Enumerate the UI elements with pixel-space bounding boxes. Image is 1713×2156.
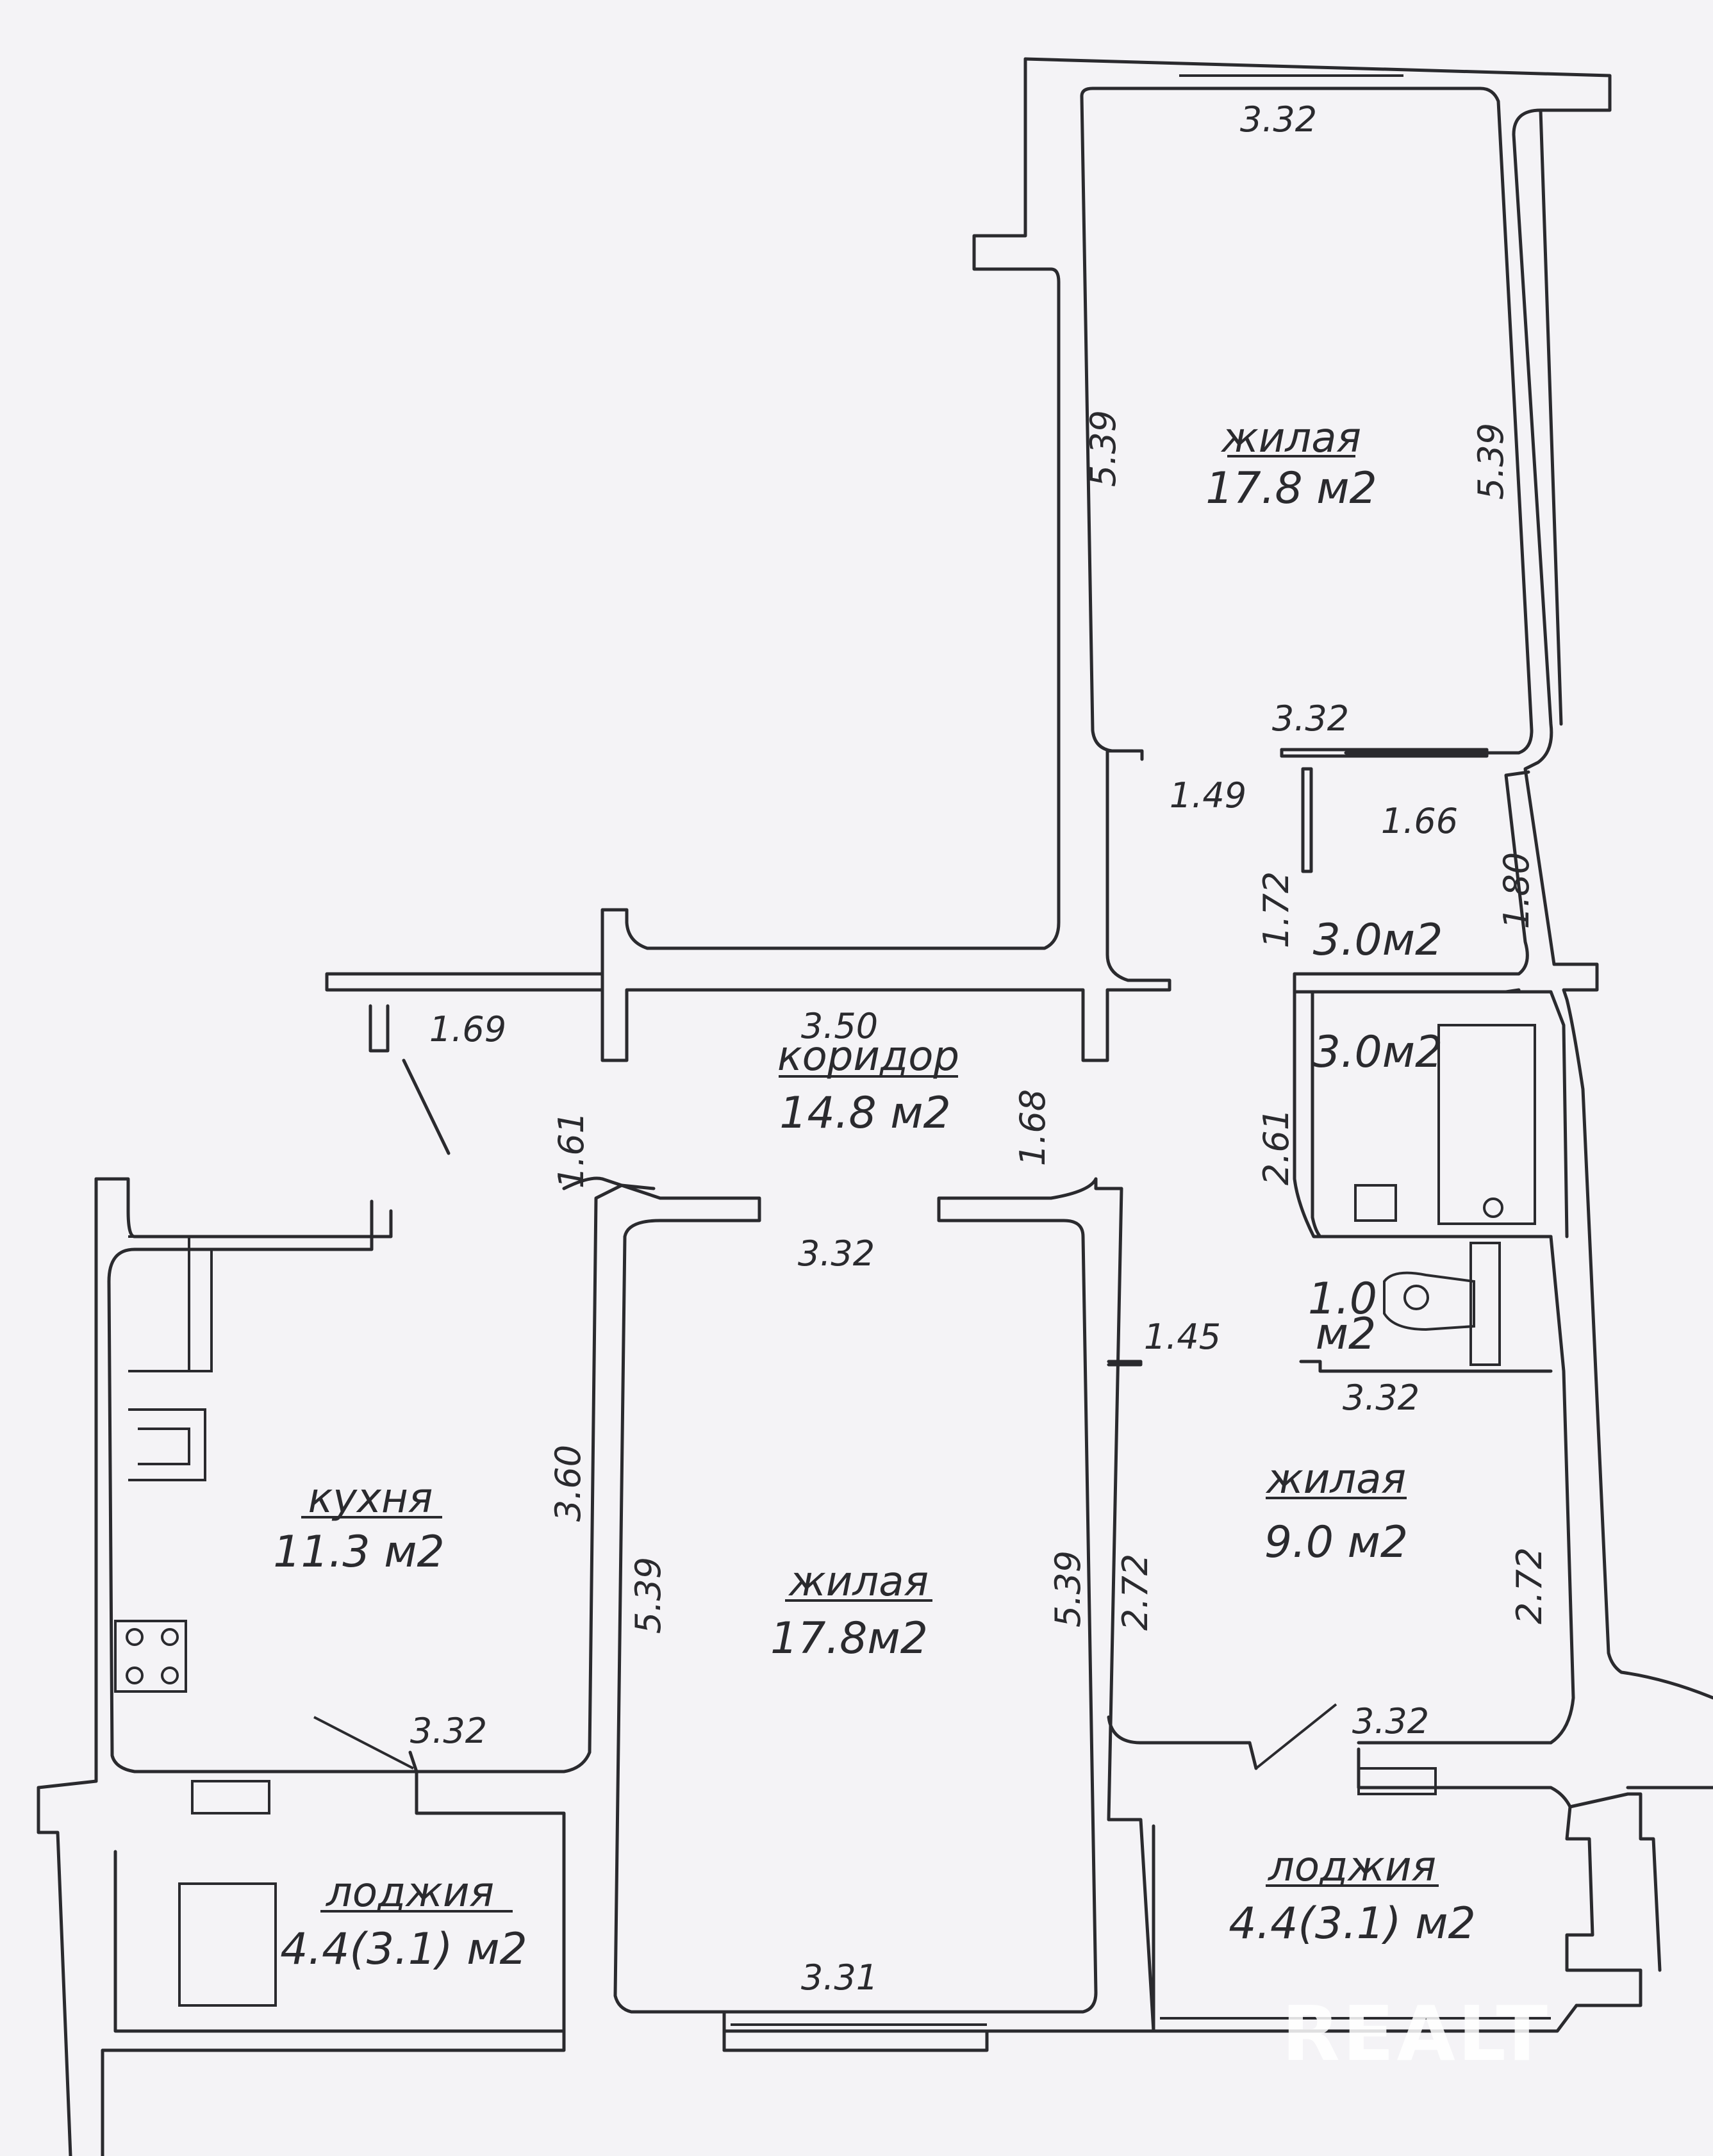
room-living-small: жилая 9.0 м2 <box>1264 1456 1408 1568</box>
room-corridor: коридор 14.8 м2 <box>777 1033 959 1139</box>
dim-storage-right-height: 1.80 <box>1496 852 1537 929</box>
room-name: жилая <box>1220 415 1361 462</box>
room-name: лоджия <box>1267 1843 1436 1891</box>
room-bathroom: 3.0м2 <box>1313 1027 1443 1078</box>
room-area: 4.4(3.1) м2 <box>280 1924 527 1975</box>
room-living-top: жилая 17.8 м2 <box>1205 415 1377 514</box>
room-living-middle: жилая 17.8м2 <box>770 1558 932 1664</box>
room-name: жилая <box>788 1558 929 1606</box>
room-wc: 1.0 м2 <box>1308 1274 1377 1360</box>
room-area: 9.0 м2 <box>1264 1517 1408 1568</box>
dim-middle-top-width: 3.32 <box>798 1233 875 1274</box>
watermark-logo: REALT <box>1282 1989 1550 2078</box>
room-area-line2: м2 <box>1316 1309 1377 1360</box>
walls <box>37 57 1713 2156</box>
dim-kitchen-bottom-width: 3.32 <box>410 1711 487 1751</box>
room-loggia-right: лоджия 4.4(3.1) м2 <box>1229 1843 1476 1949</box>
dim-top-left-height: 5.39 <box>1083 410 1123 487</box>
room-area: 3.0м2 <box>1313 1027 1443 1078</box>
dimensions: 3.32 5.39 5.39 3.32 1.49 1.66 1.72 1.80 … <box>410 99 1550 1998</box>
dim-corridor-right-height: 1.68 <box>1013 1089 1053 1166</box>
room-area: 17.8 м2 <box>1205 463 1377 514</box>
room-area: 17.8м2 <box>770 1613 928 1664</box>
dim-wc-bottom-width: 3.32 <box>1343 1378 1419 1418</box>
dim-corridor-left-height: 1.61 <box>551 1112 592 1189</box>
dim-small-bottom-width: 3.32 <box>1352 1701 1429 1741</box>
room-area: 3.0м2 <box>1313 915 1443 966</box>
room-storage: 3.0м2 <box>1313 915 1443 966</box>
dim-middle-bottom-width: 3.31 <box>801 1957 878 1998</box>
room-name: жилая <box>1265 1456 1406 1503</box>
dim-small-left-height: 2.72 <box>1115 1554 1155 1631</box>
dim-storage-width: 1.66 <box>1381 801 1458 841</box>
dim-bath-height: 2.61 <box>1256 1108 1296 1185</box>
dim-corridor-width: 3.50 <box>801 1006 878 1046</box>
dim-storage-left-height: 1.72 <box>1256 871 1296 948</box>
room-name: коридор <box>777 1033 959 1080</box>
dim-top-bottom-width: 3.32 <box>1272 698 1349 739</box>
dim-kitchen-height: 3.60 <box>548 1445 588 1522</box>
room-area-line1: 1.0 <box>1308 1274 1377 1324</box>
room-loggia-left: лоджия 4.4(3.1) м2 <box>280 1869 527 1975</box>
dim-top-right-height: 5.39 <box>1471 423 1511 500</box>
dim-entry-width: 1.69 <box>429 1009 506 1049</box>
dim-small-door-width: 1.45 <box>1144 1317 1221 1357</box>
dim-middle-right-height: 5.39 <box>1048 1551 1088 1627</box>
room-kitchen: кухня 11.3 м2 <box>273 1475 445 1577</box>
dim-small-right-height: 2.72 <box>1509 1547 1550 1624</box>
dim-top-width: 3.32 <box>1240 99 1317 140</box>
dim-middle-left-height: 5.39 <box>628 1557 668 1634</box>
room-area: 4.4(3.1) м2 <box>1229 1898 1476 1949</box>
room-area: 11.3 м2 <box>273 1527 445 1577</box>
room-name: кухня <box>308 1475 433 1522</box>
room-name: лоджия <box>325 1869 494 1916</box>
room-area: 14.8 м2 <box>779 1088 951 1139</box>
dim-passage-width: 1.49 <box>1170 775 1246 816</box>
